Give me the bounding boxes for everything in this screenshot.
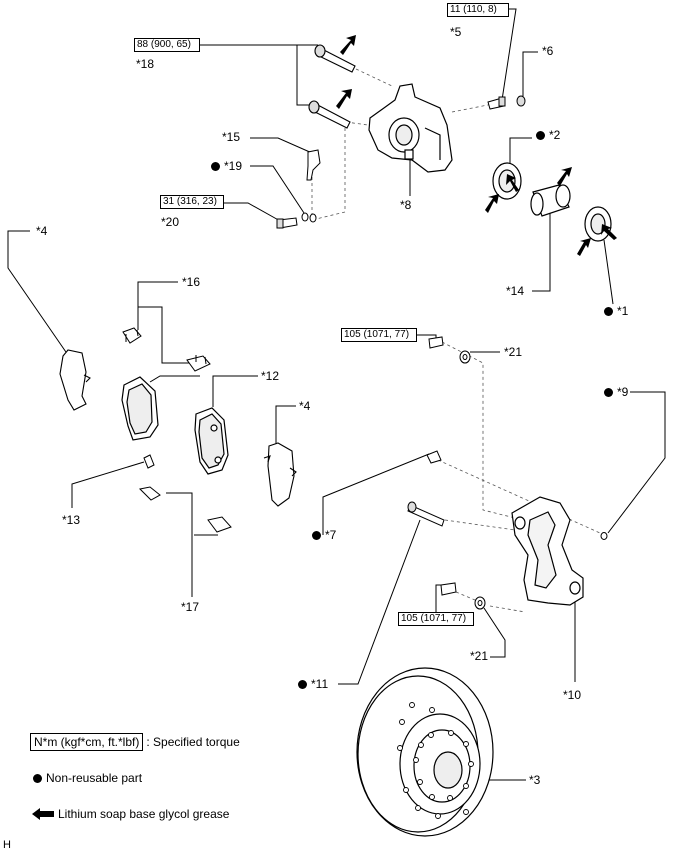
leader-16 (137, 281, 195, 364)
leader-14 (532, 208, 551, 292)
part-label-4-left: *4 (36, 224, 48, 238)
piston-seal (584, 206, 612, 242)
leader-1 (603, 239, 614, 305)
non-reusable-dot (604, 388, 613, 397)
caliper-body (368, 83, 453, 173)
part-label-13: *13 (62, 513, 81, 527)
leader-11 (338, 519, 421, 685)
legend-nonreusable-text: Non-reusable part (46, 771, 143, 785)
part-label-21-upper: *21 (504, 345, 523, 359)
non-reusable-dot (536, 131, 545, 140)
non-reusable-dot (211, 162, 220, 171)
piston (530, 184, 571, 217)
leader-19 (250, 165, 305, 214)
non-reusable-dot (298, 680, 307, 689)
part-label-15: *15 (222, 130, 241, 144)
part-label-6: *6 (542, 44, 554, 58)
part-label-5: *5 (450, 25, 462, 39)
part-label-16: *16 (182, 275, 201, 289)
leader-2 (509, 137, 532, 165)
brake-pads (121, 376, 229, 475)
leader-4b (275, 405, 296, 448)
part-label-1: *1 (604, 304, 628, 318)
shim-right (263, 442, 297, 507)
leader-12 (149, 375, 258, 407)
part-label-4-right: *4 (299, 399, 311, 413)
part-label-7: *7 (312, 528, 336, 542)
shim-left (59, 349, 91, 411)
leader-5 (501, 8, 517, 101)
grease-arrow-icon (32, 808, 54, 820)
part-label-9: *9 (604, 385, 628, 399)
torque-box-18: 88 (900, 65) (134, 38, 200, 52)
part-label-21-lower: *21 (470, 649, 489, 663)
part-label-11: *11 (298, 677, 328, 691)
pad-support-plate (122, 327, 211, 372)
leader-6 (522, 51, 538, 96)
leader-15 (250, 137, 313, 154)
leader-18 (197, 44, 318, 106)
non-reusable-dot (312, 531, 321, 540)
torque-box-21b: 105 (1071, 77) (398, 612, 474, 626)
leader-9 (607, 391, 666, 534)
torque-box-21a: 105 (1071, 77) (341, 328, 417, 342)
leader-20 (222, 202, 283, 223)
legend-grease-text: Lithium soap base glycol grease (58, 807, 230, 821)
part-label-17: *17 (181, 600, 200, 614)
part-label-3: *3 (529, 773, 541, 787)
part-label-8: *8 (400, 198, 412, 212)
leader-7 (322, 453, 430, 535)
leader-21b (483, 607, 506, 658)
part-label-12: *12 (261, 369, 280, 383)
non-reusable-dot (604, 307, 613, 316)
disc-rotor (356, 667, 494, 837)
mounting-bracket (511, 496, 584, 606)
part-label-19: *19 (211, 159, 242, 173)
torque-box-20: 31 (316, 23) (160, 195, 224, 209)
legend-grease: Lithium soap base glycol grease (32, 807, 229, 821)
caliper-bolt (308, 44, 356, 129)
leader-17 (166, 492, 218, 597)
grease-arrows (336, 35, 617, 256)
part-label-20: *20 (161, 215, 180, 229)
legend-torque: N*m (kgf*cm, ft.*lbf): Specified torque (30, 733, 240, 751)
part-label-18: *18 (136, 57, 155, 71)
part-label-10: *10 (563, 688, 582, 702)
leader-13 (71, 461, 145, 508)
legend-torque-text: : Specified torque (146, 735, 240, 749)
legend-torque-box: N*m (kgf*cm, ft.*lbf) (30, 733, 144, 751)
leader-4a (7, 230, 69, 356)
non-reusable-dot-icon (33, 774, 42, 783)
legend-nonreusable: Non-reusable part (33, 771, 142, 785)
part-label-14: *14 (506, 284, 525, 298)
torque-box-5: 11 (110, 8) (447, 3, 509, 17)
corner-letter: H (3, 839, 11, 851)
part-label-2: *2 (536, 128, 560, 142)
